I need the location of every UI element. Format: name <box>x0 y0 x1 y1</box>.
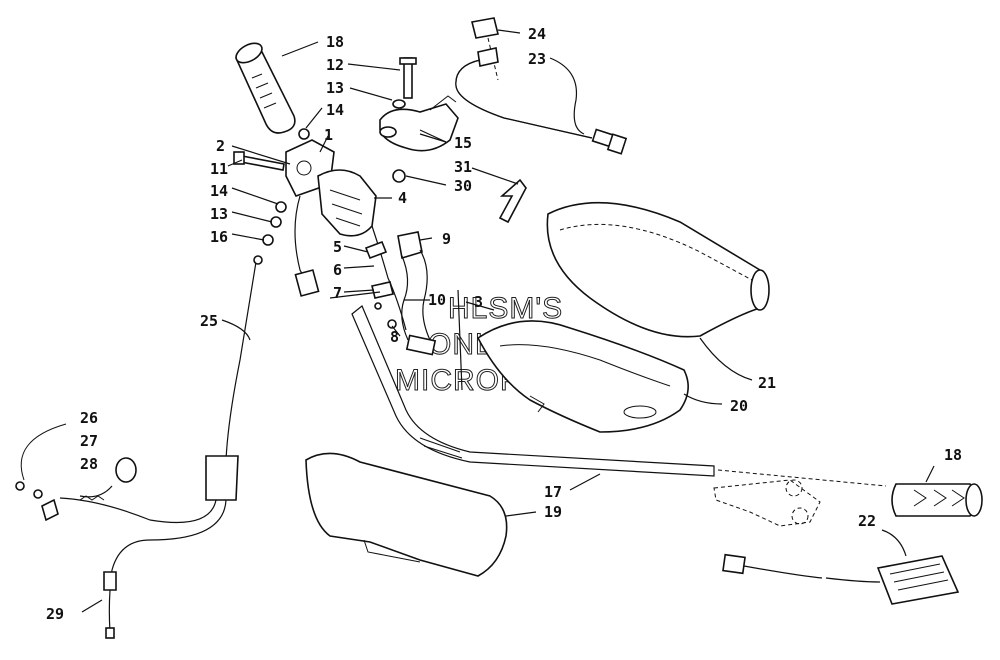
callout-numbers: 18 12 13 14 24 23 1 2 11 14 13 16 15 31 … <box>46 25 962 623</box>
washer-13 <box>270 216 282 228</box>
callout-10: 10 <box>428 291 446 309</box>
callout-25: 25 <box>200 312 218 330</box>
callout-3: 3 <box>474 293 483 311</box>
throttle-housing <box>285 139 377 237</box>
callout-20: 20 <box>730 397 748 415</box>
right-control-assembly <box>713 469 887 527</box>
center-pad-19 <box>305 452 508 577</box>
callout-1: 1 <box>324 126 333 144</box>
switch-9 <box>397 231 437 356</box>
callout-21: 21 <box>758 374 776 392</box>
callout-7: 7 <box>333 284 342 302</box>
cable-fittings <box>15 423 137 522</box>
leader-lines <box>79 29 935 613</box>
switch-wiring <box>294 195 407 331</box>
washer-14-top <box>298 128 310 140</box>
callout-15: 15 <box>454 134 472 152</box>
callout-13-top: 13 <box>326 79 344 97</box>
callout-4: 4 <box>398 189 407 207</box>
callout-18-right: 18 <box>944 446 962 464</box>
nut-16 <box>262 234 274 246</box>
callout-23: 23 <box>528 50 546 68</box>
callout-30: 30 <box>454 177 472 195</box>
callout-24: 24 <box>528 25 546 43</box>
callout-13: 13 <box>210 205 228 223</box>
grip-heater-22 <box>722 553 960 605</box>
throttle-cable-25 <box>59 255 263 639</box>
callout-5: 5 <box>333 238 342 256</box>
callout-9: 9 <box>442 230 451 248</box>
callout-27: 27 <box>80 432 98 450</box>
callout-17: 17 <box>544 483 562 501</box>
callout-18-left: 18 <box>326 33 344 51</box>
handlebar-pad-21 <box>546 201 770 338</box>
callout-29: 29 <box>46 605 64 623</box>
washer-14 <box>275 201 287 213</box>
callout-28: 28 <box>80 455 98 473</box>
bolt-12 <box>392 57 417 109</box>
callout-19: 19 <box>544 503 562 521</box>
left-grip <box>235 42 296 134</box>
callout-11: 11 <box>210 160 228 178</box>
handlebar-cover-20 <box>476 320 689 433</box>
nut-30 <box>392 169 406 183</box>
callout-26: 26 <box>80 409 98 427</box>
callout-31: 31 <box>454 158 472 176</box>
callout-8: 8 <box>390 328 399 346</box>
callout-2: 2 <box>216 137 225 155</box>
thumb-heater-harness-23 <box>455 47 628 155</box>
handlebar-17 <box>351 305 715 477</box>
callout-14: 14 <box>210 182 228 200</box>
right-grip <box>891 483 983 517</box>
throttle-lever-15 <box>379 95 459 152</box>
watermark-line1: HLSM'S <box>448 292 563 325</box>
callout-12: 12 <box>326 56 344 74</box>
callout-22: 22 <box>858 512 876 530</box>
clip-31 <box>498 178 527 224</box>
callout-6: 6 <box>333 261 342 279</box>
callout-14-top: 14 <box>326 101 344 119</box>
callout-16: 16 <box>210 228 228 246</box>
